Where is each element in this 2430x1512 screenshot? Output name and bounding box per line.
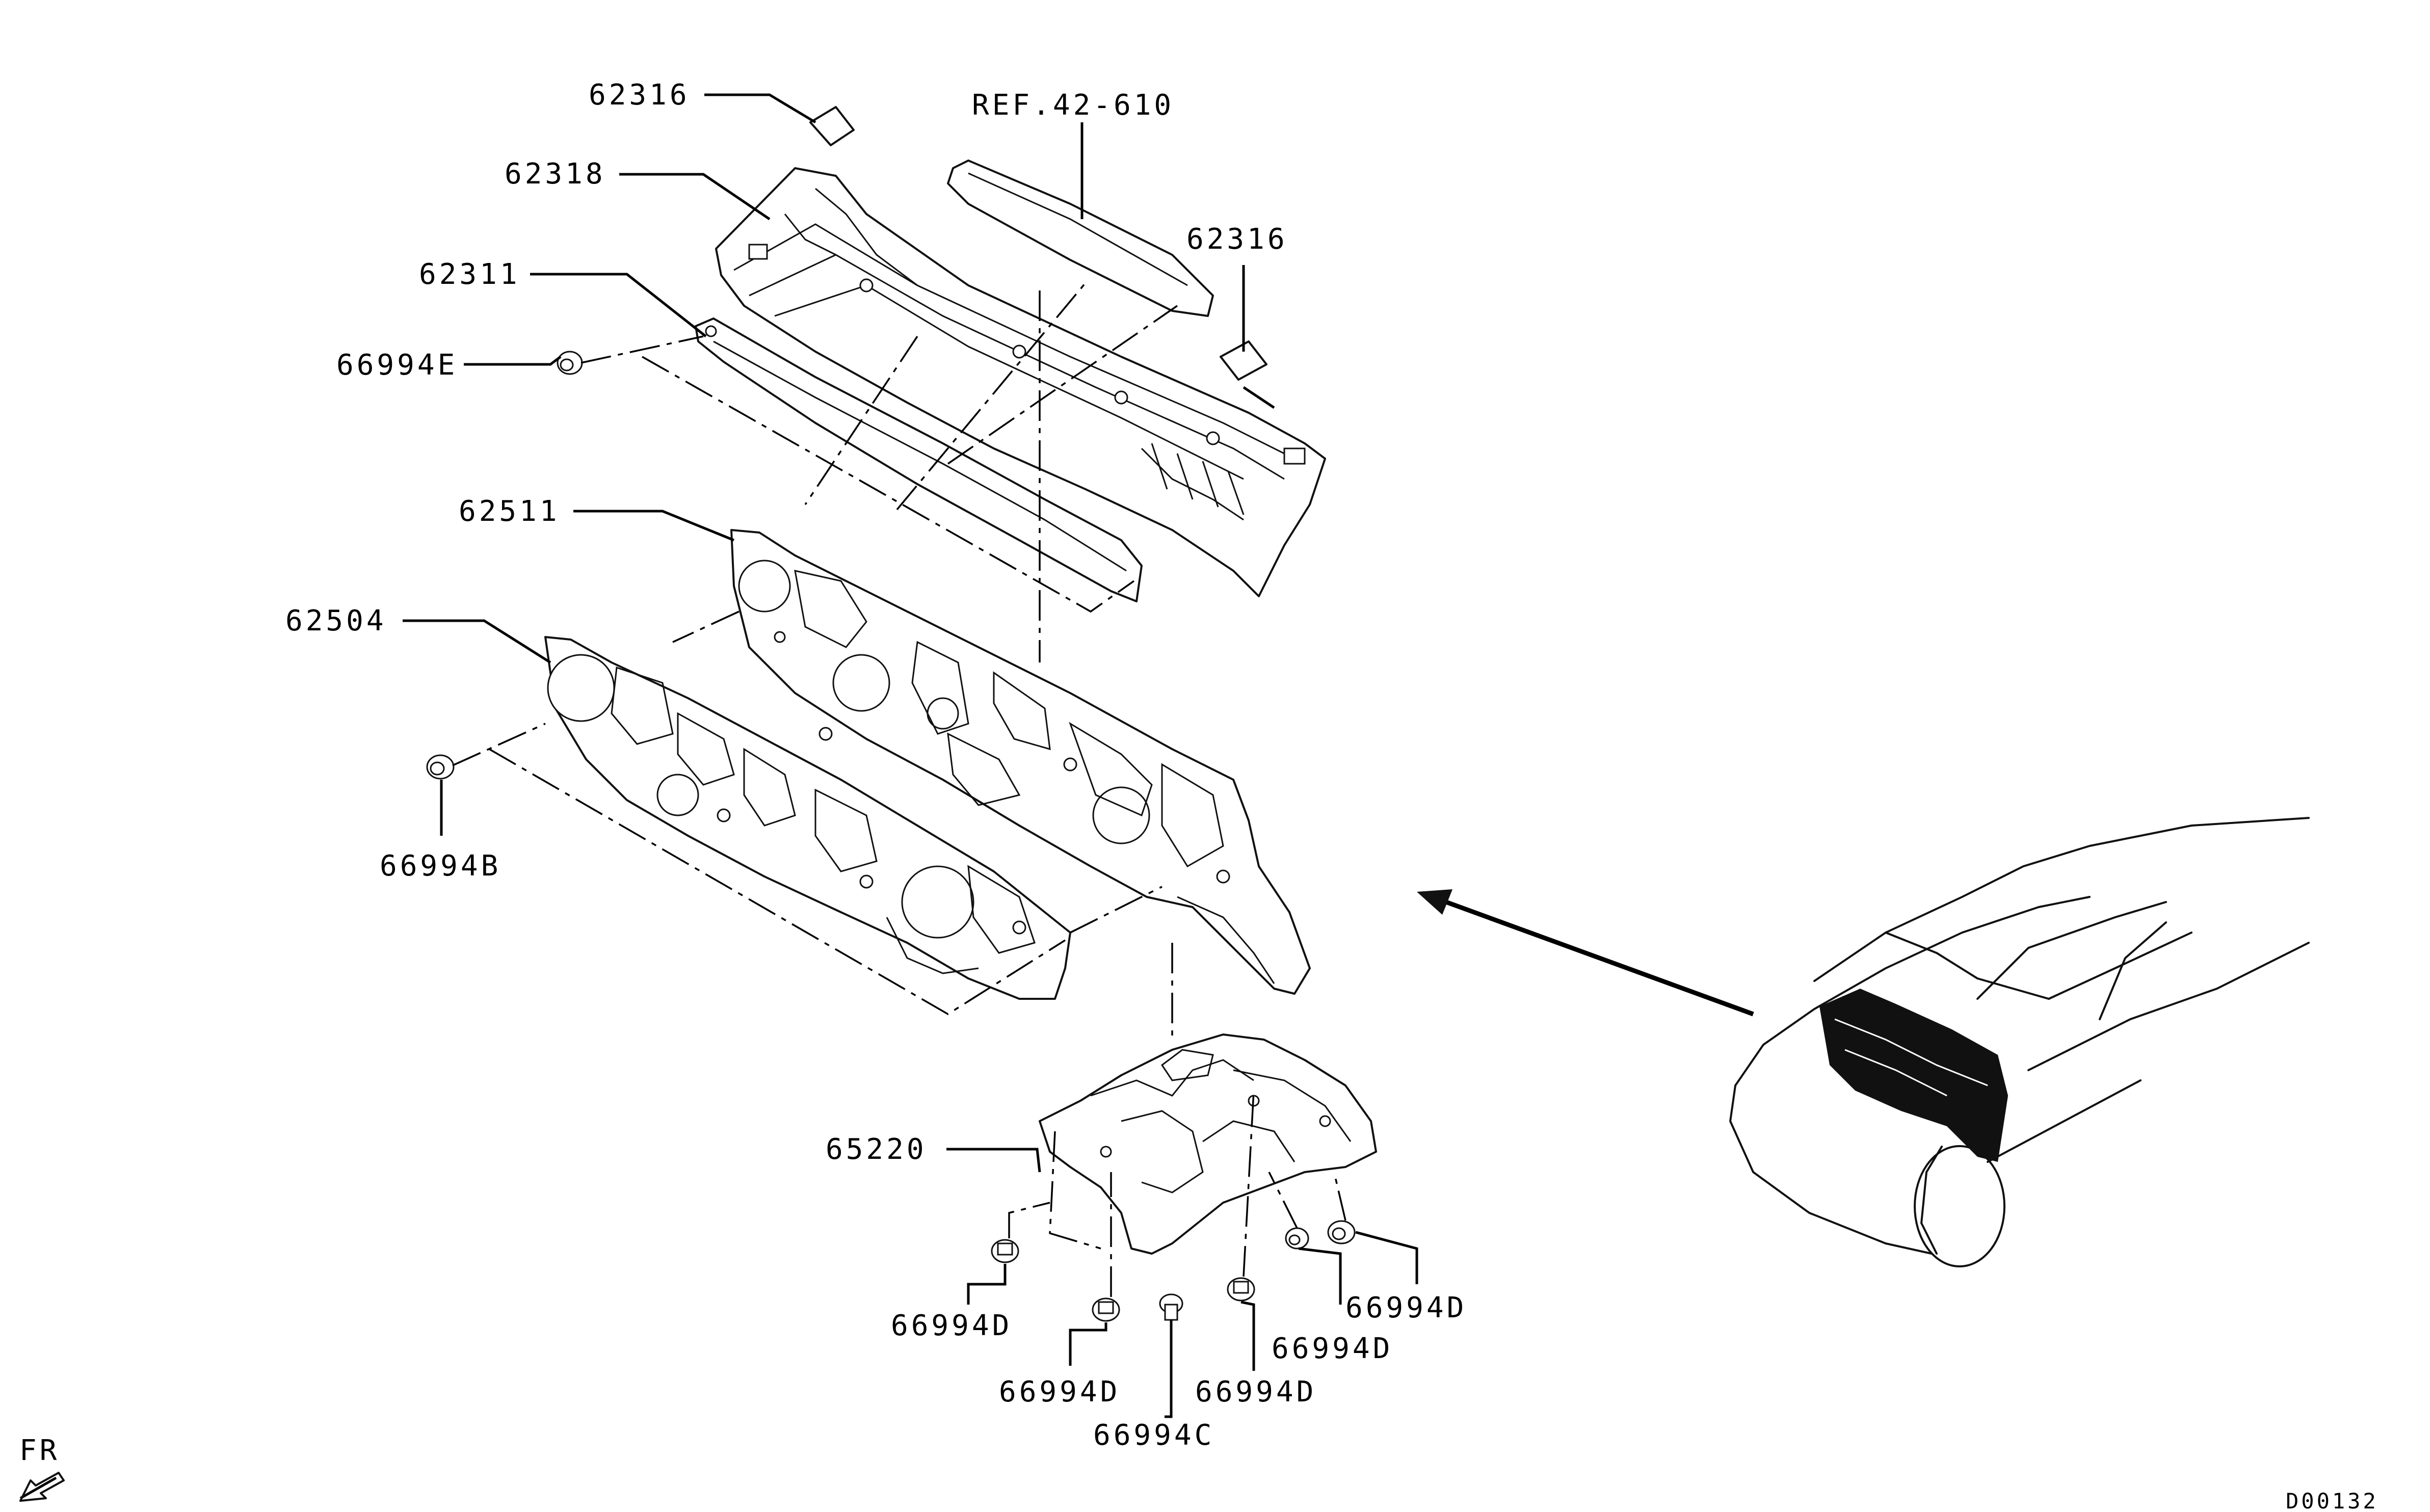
label-62318: 62318 (505, 157, 606, 191)
label-ref-42-610: REF.42-610 (972, 89, 1174, 122)
label-65220: 65220 (826, 1133, 927, 1166)
clip-66994d-b (1092, 1297, 1120, 1322)
front-direction-indicator (19, 1472, 65, 1502)
clip-66994d-e (1327, 1220, 1356, 1244)
label-66994c: 66994C (1093, 1419, 1214, 1452)
heat-protector-65220 (1039, 1033, 1377, 1255)
label-66994d-left: 66994D (891, 1309, 1012, 1342)
sealer-pad-62316-a (809, 106, 855, 146)
diagram-code: D00132 (2286, 1489, 2379, 1512)
vehicle-outline (1729, 817, 2310, 1267)
clip-66994b (426, 754, 455, 780)
alignment-lines (452, 282, 1346, 1297)
dash-insulator-62504 (544, 636, 1071, 1000)
clip-66994d-c (1227, 1277, 1255, 1302)
label-62316-right: 62316 (1186, 223, 1288, 256)
label-62316-top: 62316 (589, 78, 690, 112)
view-arrow (1417, 889, 1754, 1017)
clip-66994d-a (991, 1239, 1019, 1263)
label-62311: 62311 (419, 258, 520, 291)
clip-66994d-d (1285, 1227, 1309, 1250)
highlighted-cowl-area (1819, 989, 2008, 1162)
sealer-pad-62316-b (1220, 340, 1267, 381)
label-62511: 62511 (459, 495, 560, 528)
ref-42-610-outline (947, 160, 1214, 317)
label-66994d-right: 66994D (1272, 1332, 1393, 1365)
label-62504: 62504 (285, 604, 387, 638)
label-66994b: 66994B (380, 850, 501, 883)
clip-66994e (557, 351, 583, 375)
label-fr: FR (19, 1434, 60, 1467)
cowl-top-panel-62318 (715, 167, 1326, 597)
label-66994d-far-right: 66994D (1345, 1291, 1467, 1324)
label-66994d-center-right: 66994D (1195, 1375, 1316, 1409)
leader-lines (403, 93, 1418, 1418)
cowl-inner-panel-62311 (695, 317, 1143, 602)
clip-66994c (1159, 1293, 1183, 1321)
dash-panel-62511 (730, 529, 1311, 995)
label-66994d-mid: 66994D (999, 1375, 1120, 1409)
label-66994e: 66994E (336, 349, 458, 382)
